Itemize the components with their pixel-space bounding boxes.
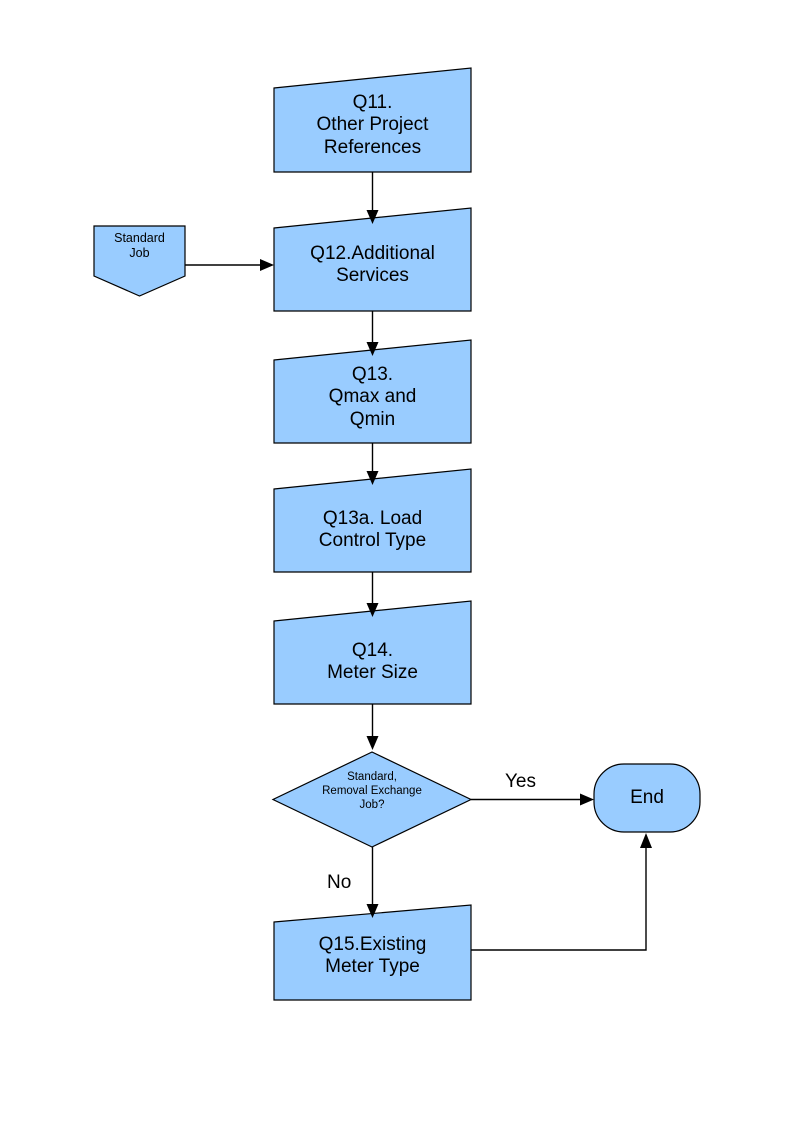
node-q15-shape[interactable] (273, 904, 472, 1001)
node-standard-job-shape[interactable] (93, 225, 186, 297)
edge-q14-decision-arrowhead (366, 736, 379, 750)
edge-q15-end (471, 846, 647, 951)
node-q13-shape[interactable] (273, 339, 472, 444)
node-q12-shape[interactable] (273, 207, 472, 312)
edge-q11-q12-arrowhead (366, 210, 379, 224)
edge-q13-q13a-arrowhead (366, 471, 379, 485)
edge-q12-q13-arrowhead (366, 342, 379, 356)
edge-standard-job-q12-arrowhead (260, 259, 274, 271)
node-q11-shape[interactable] (273, 67, 472, 173)
edge-decision-end-arrowhead (580, 793, 594, 806)
node-end-shape[interactable] (593, 763, 701, 833)
node-q14-shape[interactable] (273, 600, 472, 705)
edge-q13a-q14-arrowhead (366, 603, 379, 617)
node-q13a-shape[interactable] (273, 468, 472, 573)
node-decision-shape[interactable] (271, 751, 473, 848)
edge-q15-end-arrowhead (640, 833, 652, 848)
edge-decision-q15-arrowhead (366, 904, 379, 918)
